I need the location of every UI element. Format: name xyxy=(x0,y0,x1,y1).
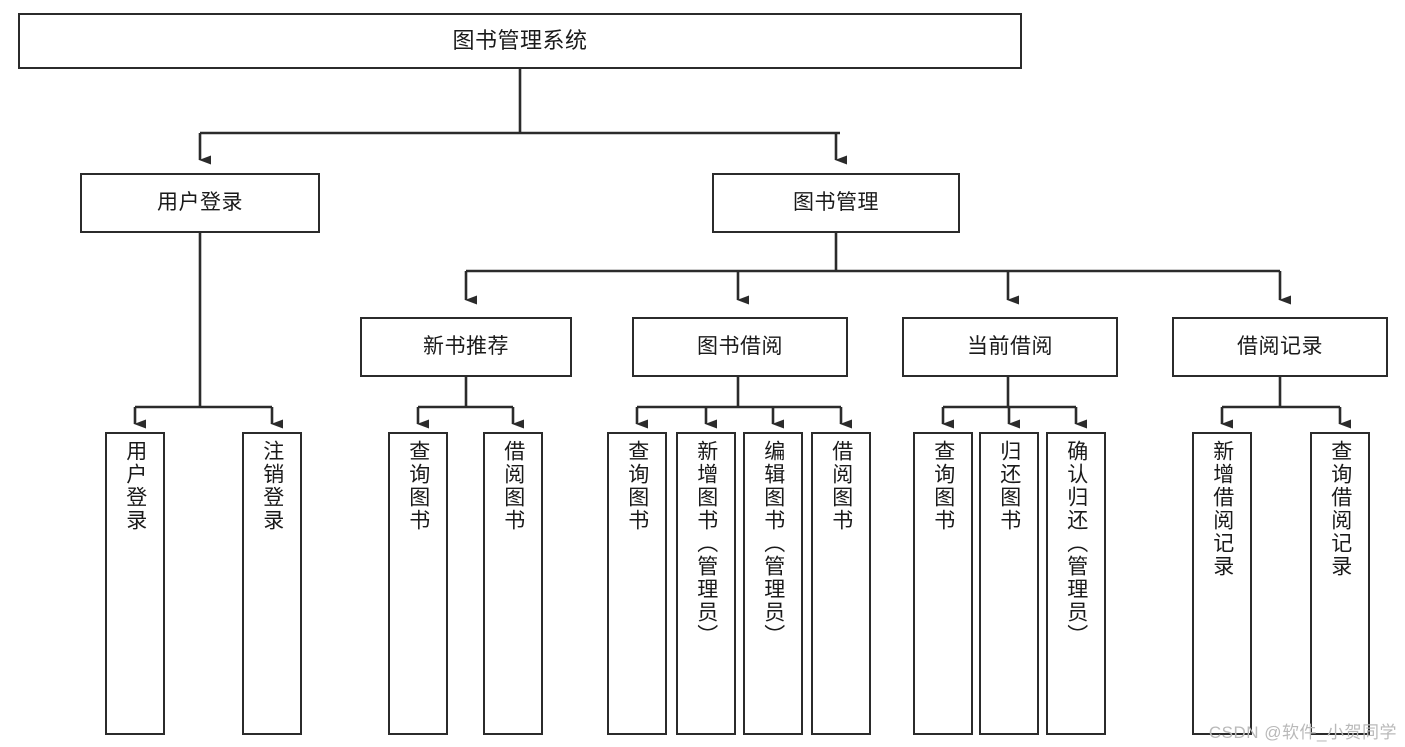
node-label: 新增借阅记录 xyxy=(1210,440,1234,578)
leaf-current-confirm-return-admin[interactable]: 确认归还（管理员） xyxy=(1046,432,1106,735)
leaf-current-return-book[interactable]: 归还图书 xyxy=(979,432,1039,735)
node-label: 新增图书（管理员） xyxy=(694,440,718,647)
leaf-recommend-borrow-book[interactable]: 借阅图书 xyxy=(483,432,543,735)
node-book-borrow[interactable]: 图书借阅 xyxy=(632,317,848,377)
node-label: 归还图书 xyxy=(997,440,1021,532)
node-label: 查询借阅记录 xyxy=(1328,440,1352,578)
node-label: 注销登录 xyxy=(260,440,284,532)
node-label: 借阅图书 xyxy=(501,440,525,532)
leaf-user-login[interactable]: 用户登录 xyxy=(105,432,165,735)
node-current-borrow[interactable]: 当前借阅 xyxy=(902,317,1118,377)
leaf-current-query-book[interactable]: 查询图书 xyxy=(913,432,973,735)
node-user-login[interactable]: 用户登录 xyxy=(80,173,320,233)
node-label: 确认归还（管理员） xyxy=(1064,440,1088,647)
node-new-book-recommend[interactable]: 新书推荐 xyxy=(360,317,572,377)
node-label: 当前借阅 xyxy=(967,335,1053,359)
leaf-recommend-query-book[interactable]: 查询图书 xyxy=(388,432,448,735)
node-label: 借阅图书 xyxy=(829,440,853,532)
node-label: 借阅记录 xyxy=(1237,335,1323,359)
node-label: 用户登录 xyxy=(157,191,243,215)
node-label: 用户登录 xyxy=(123,440,147,532)
node-label: 查询图书 xyxy=(625,440,649,532)
node-label: 新书推荐 xyxy=(423,335,509,359)
leaf-record-add-borrow-record[interactable]: 新增借阅记录 xyxy=(1192,432,1252,735)
node-label: 图书借阅 xyxy=(697,335,783,359)
node-label: 查询图书 xyxy=(931,440,955,532)
node-label: 图书管理 xyxy=(793,191,879,215)
node-label: 图书管理系统 xyxy=(452,27,588,53)
leaf-borrow-add-book-admin[interactable]: 新增图书（管理员） xyxy=(676,432,736,735)
leaf-borrow-borrow-book[interactable]: 借阅图书 xyxy=(811,432,871,735)
node-label: 编辑图书（管理员） xyxy=(761,440,785,647)
leaf-borrow-query-book[interactable]: 查询图书 xyxy=(607,432,667,735)
node-root-system[interactable]: 图书管理系统 xyxy=(18,13,1022,69)
watermark: CSDN @软件_小贺同学 xyxy=(1208,723,1397,742)
node-label: 查询图书 xyxy=(406,440,430,532)
leaf-borrow-edit-book-admin[interactable]: 编辑图书（管理员） xyxy=(743,432,803,735)
node-borrow-record[interactable]: 借阅记录 xyxy=(1172,317,1388,377)
node-book-management[interactable]: 图书管理 xyxy=(712,173,960,233)
leaf-record-query-borrow-record[interactable]: 查询借阅记录 xyxy=(1310,432,1370,735)
leaf-logout-login[interactable]: 注销登录 xyxy=(242,432,302,735)
